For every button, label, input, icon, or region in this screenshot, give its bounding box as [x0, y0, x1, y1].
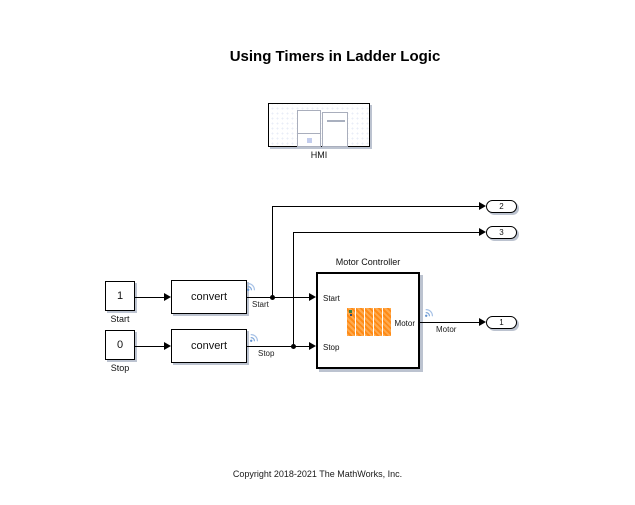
signal-label-stop: Stop [258, 349, 275, 358]
wireless-icon [247, 283, 255, 291]
branch-dot-start [270, 295, 275, 300]
motor-controller-block[interactable]: Start Stop Motor [316, 272, 420, 369]
signal-label-motor: Motor [436, 325, 457, 334]
convert-start-text: convert [190, 291, 228, 303]
arrowhead [164, 342, 171, 350]
convert-stop-block[interactable]: convert [171, 329, 247, 363]
wire-convert-to-mc-start[interactable] [247, 297, 309, 298]
hmi-screen-graphic [297, 110, 321, 134]
plc-rack-graphic [347, 308, 391, 336]
wire-start-to-outport2[interactable] [272, 206, 479, 207]
constant-start-value: 1 [116, 290, 124, 302]
signal-label-start: Start [252, 300, 269, 309]
wire-stop-to-outport3[interactable] [293, 232, 479, 233]
outport-1[interactable]: 1 [486, 316, 517, 329]
plc-led-green [349, 310, 352, 313]
hmi-display-graphic [322, 112, 348, 147]
wireless-icon [250, 334, 258, 342]
motor-controller-port-motor: Motor [394, 319, 415, 328]
plc-led-dark [350, 314, 352, 316]
copyright-annotation: Copyright 2018-2021 The MathWorks, Inc. [232, 469, 403, 479]
wire-start-branch-vertical[interactable] [272, 206, 273, 297]
constant-stop-block[interactable]: 0 [105, 330, 135, 360]
hmi-titlebar-graphic [327, 120, 345, 122]
hmi-button-graphic [307, 138, 312, 143]
branch-dot-stop [291, 344, 296, 349]
arrowhead [479, 318, 486, 326]
wire-convert-to-mc-stop[interactable] [247, 346, 309, 347]
arrowhead [479, 202, 486, 210]
arrowhead [479, 228, 486, 236]
constant-stop-value: 0 [116, 339, 124, 351]
constant-stop-label: Stop [110, 363, 130, 373]
motor-controller-port-stop: Stop [323, 343, 340, 352]
arrowhead [309, 293, 316, 301]
arrowhead [309, 342, 316, 350]
hmi-panel-graphic [297, 133, 321, 147]
constant-start-label: Start [110, 314, 130, 324]
outport-2[interactable]: 2 [486, 200, 517, 213]
convert-stop-text: convert [190, 340, 228, 352]
arrowhead [164, 293, 171, 301]
hmi-block[interactable] [268, 103, 370, 147]
wire-mc-to-outport1[interactable] [420, 322, 479, 323]
hmi-label: HMI [310, 150, 328, 160]
wire-stop-branch-vertical[interactable] [293, 232, 294, 346]
outport-3[interactable]: 3 [486, 226, 517, 239]
wire-const-stop-to-convert[interactable] [135, 346, 164, 347]
wireless-icon [425, 309, 433, 317]
diagram-title: Using Timers in Ladder Logic [229, 48, 441, 65]
wire-const-start-to-convert[interactable] [135, 297, 164, 298]
motor-controller-label: Motor Controller [335, 257, 401, 267]
motor-controller-port-start: Start [323, 294, 340, 303]
convert-start-block[interactable]: convert [171, 280, 247, 314]
constant-start-block[interactable]: 1 [105, 281, 135, 311]
